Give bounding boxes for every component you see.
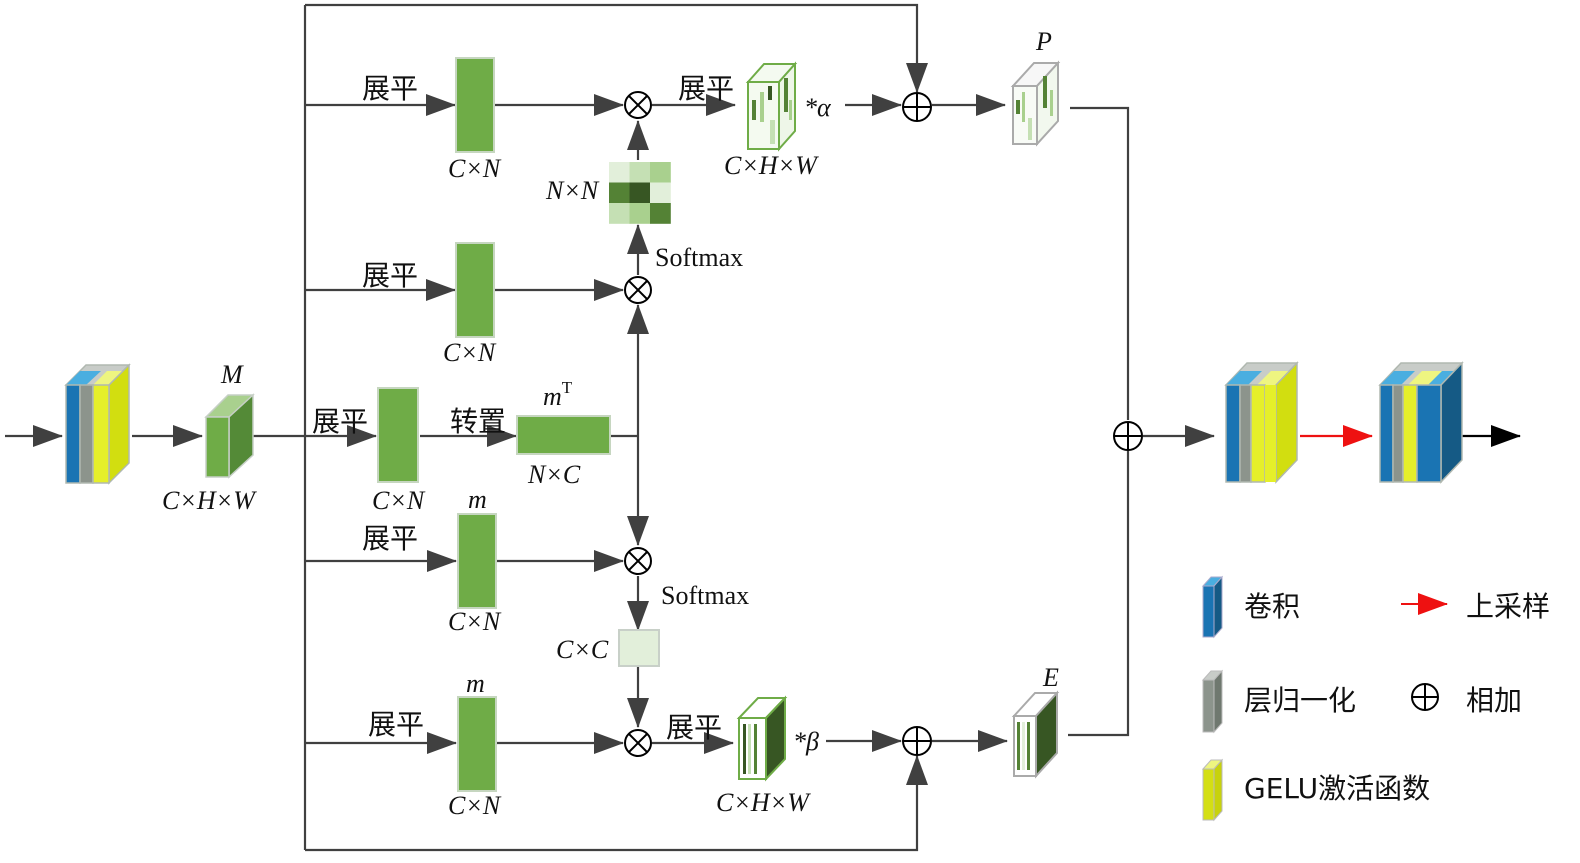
multiply-icon	[624, 547, 652, 575]
label-row5-dims: C×N	[448, 791, 502, 820]
heatmap-cell	[650, 203, 671, 224]
label-M: M	[220, 360, 244, 389]
heatmap-cell	[609, 162, 630, 183]
feature-map-E	[1011, 690, 1060, 779]
mT-bar	[516, 415, 611, 455]
label-mT-dims: N×C	[527, 460, 581, 489]
upsampled-conv-block	[1378, 361, 1464, 484]
label-beta: *β	[793, 727, 819, 756]
skip-top	[305, 3, 928, 93]
label-nxn: N×N	[545, 176, 600, 205]
label-flatten-5: 展平	[368, 708, 424, 741]
E-to-sum	[1068, 451, 1130, 737]
label-row2-dims: C×N	[443, 338, 497, 367]
add-icon	[902, 726, 932, 756]
label-flatten-1: 展平	[362, 72, 418, 105]
multiply-icon	[624, 91, 652, 119]
input-conv-block	[64, 363, 131, 485]
label-row4-dims: C×N	[448, 607, 502, 636]
heatmap-cell	[650, 182, 671, 204]
channel-attention-output-cube	[736, 695, 788, 782]
label-row3-dims: C×N	[372, 486, 426, 515]
heatmap-cell	[650, 162, 671, 183]
legend-label-conv: 卷积	[1244, 590, 1300, 623]
nxn-attention-heatmap	[609, 162, 671, 224]
label-transpose: 转置	[450, 405, 506, 438]
add-icon	[902, 92, 932, 122]
label-flatten-2: 展平	[362, 259, 418, 292]
gelu-block-icon	[1201, 758, 1224, 822]
multiply-icon	[624, 276, 652, 304]
connections	[5, 3, 1521, 852]
label-alpha-cube-dims: C×H×W	[724, 151, 819, 180]
label-cxc: C×C	[556, 635, 609, 664]
label-row1-dims: C×N	[448, 154, 502, 183]
add-circle-icon	[1411, 683, 1439, 711]
layernorm-block-icon	[1201, 669, 1224, 734]
heatmap-cell	[629, 203, 651, 224]
label-m-row5: m	[466, 669, 485, 698]
label-flatten-6: 展平	[678, 72, 734, 105]
add-icon	[1113, 421, 1143, 451]
label-E: E	[1042, 663, 1059, 692]
heatmap-cell	[629, 182, 651, 204]
row2-flat-bar	[455, 242, 495, 338]
legend-label-gelu: GELU激活函数	[1244, 772, 1430, 805]
label-flatten-7: 展平	[666, 711, 722, 744]
label-softmax-2: Softmax	[661, 581, 749, 610]
row5-flat-bar	[457, 696, 497, 792]
row1-flat-bar	[455, 57, 495, 153]
heatmap-cell	[609, 182, 630, 204]
label-beta-cube-dims: C×H×W	[716, 788, 811, 817]
label-flatten-4: 展平	[362, 522, 418, 555]
legend-label-add: 相加	[1466, 684, 1522, 717]
cxc-attention-map	[618, 629, 660, 667]
feature-map-M	[204, 393, 255, 479]
P-to-sum	[1070, 106, 1130, 420]
label-P: P	[1035, 27, 1052, 56]
skip-bottom	[305, 755, 928, 852]
heatmap-cell	[609, 203, 630, 224]
legend-label-upsample: 上采样	[1466, 590, 1550, 623]
conv-block-icon	[1201, 575, 1224, 639]
label-softmax-1: Softmax	[655, 243, 743, 272]
position-attention-output-cube	[745, 61, 798, 152]
label-flatten-3: 展平	[312, 405, 368, 438]
row3-flat-bar	[377, 387, 419, 483]
label-m-row4: m	[468, 485, 487, 514]
label-alpha: *α	[804, 93, 832, 122]
legend: 卷积 层归一化 GELU激活函数 上采样 相加	[1201, 575, 1550, 822]
label-mT: mT	[543, 378, 573, 411]
output-conv-block	[1224, 361, 1299, 484]
heatmap-cell	[629, 162, 651, 183]
legend-label-layernorm: 层归一化	[1244, 684, 1356, 717]
multiply-icon	[624, 729, 652, 757]
label-M-dims: C×H×W	[162, 486, 257, 515]
row4-flat-bar	[457, 513, 497, 609]
feature-map-P	[1010, 60, 1061, 147]
